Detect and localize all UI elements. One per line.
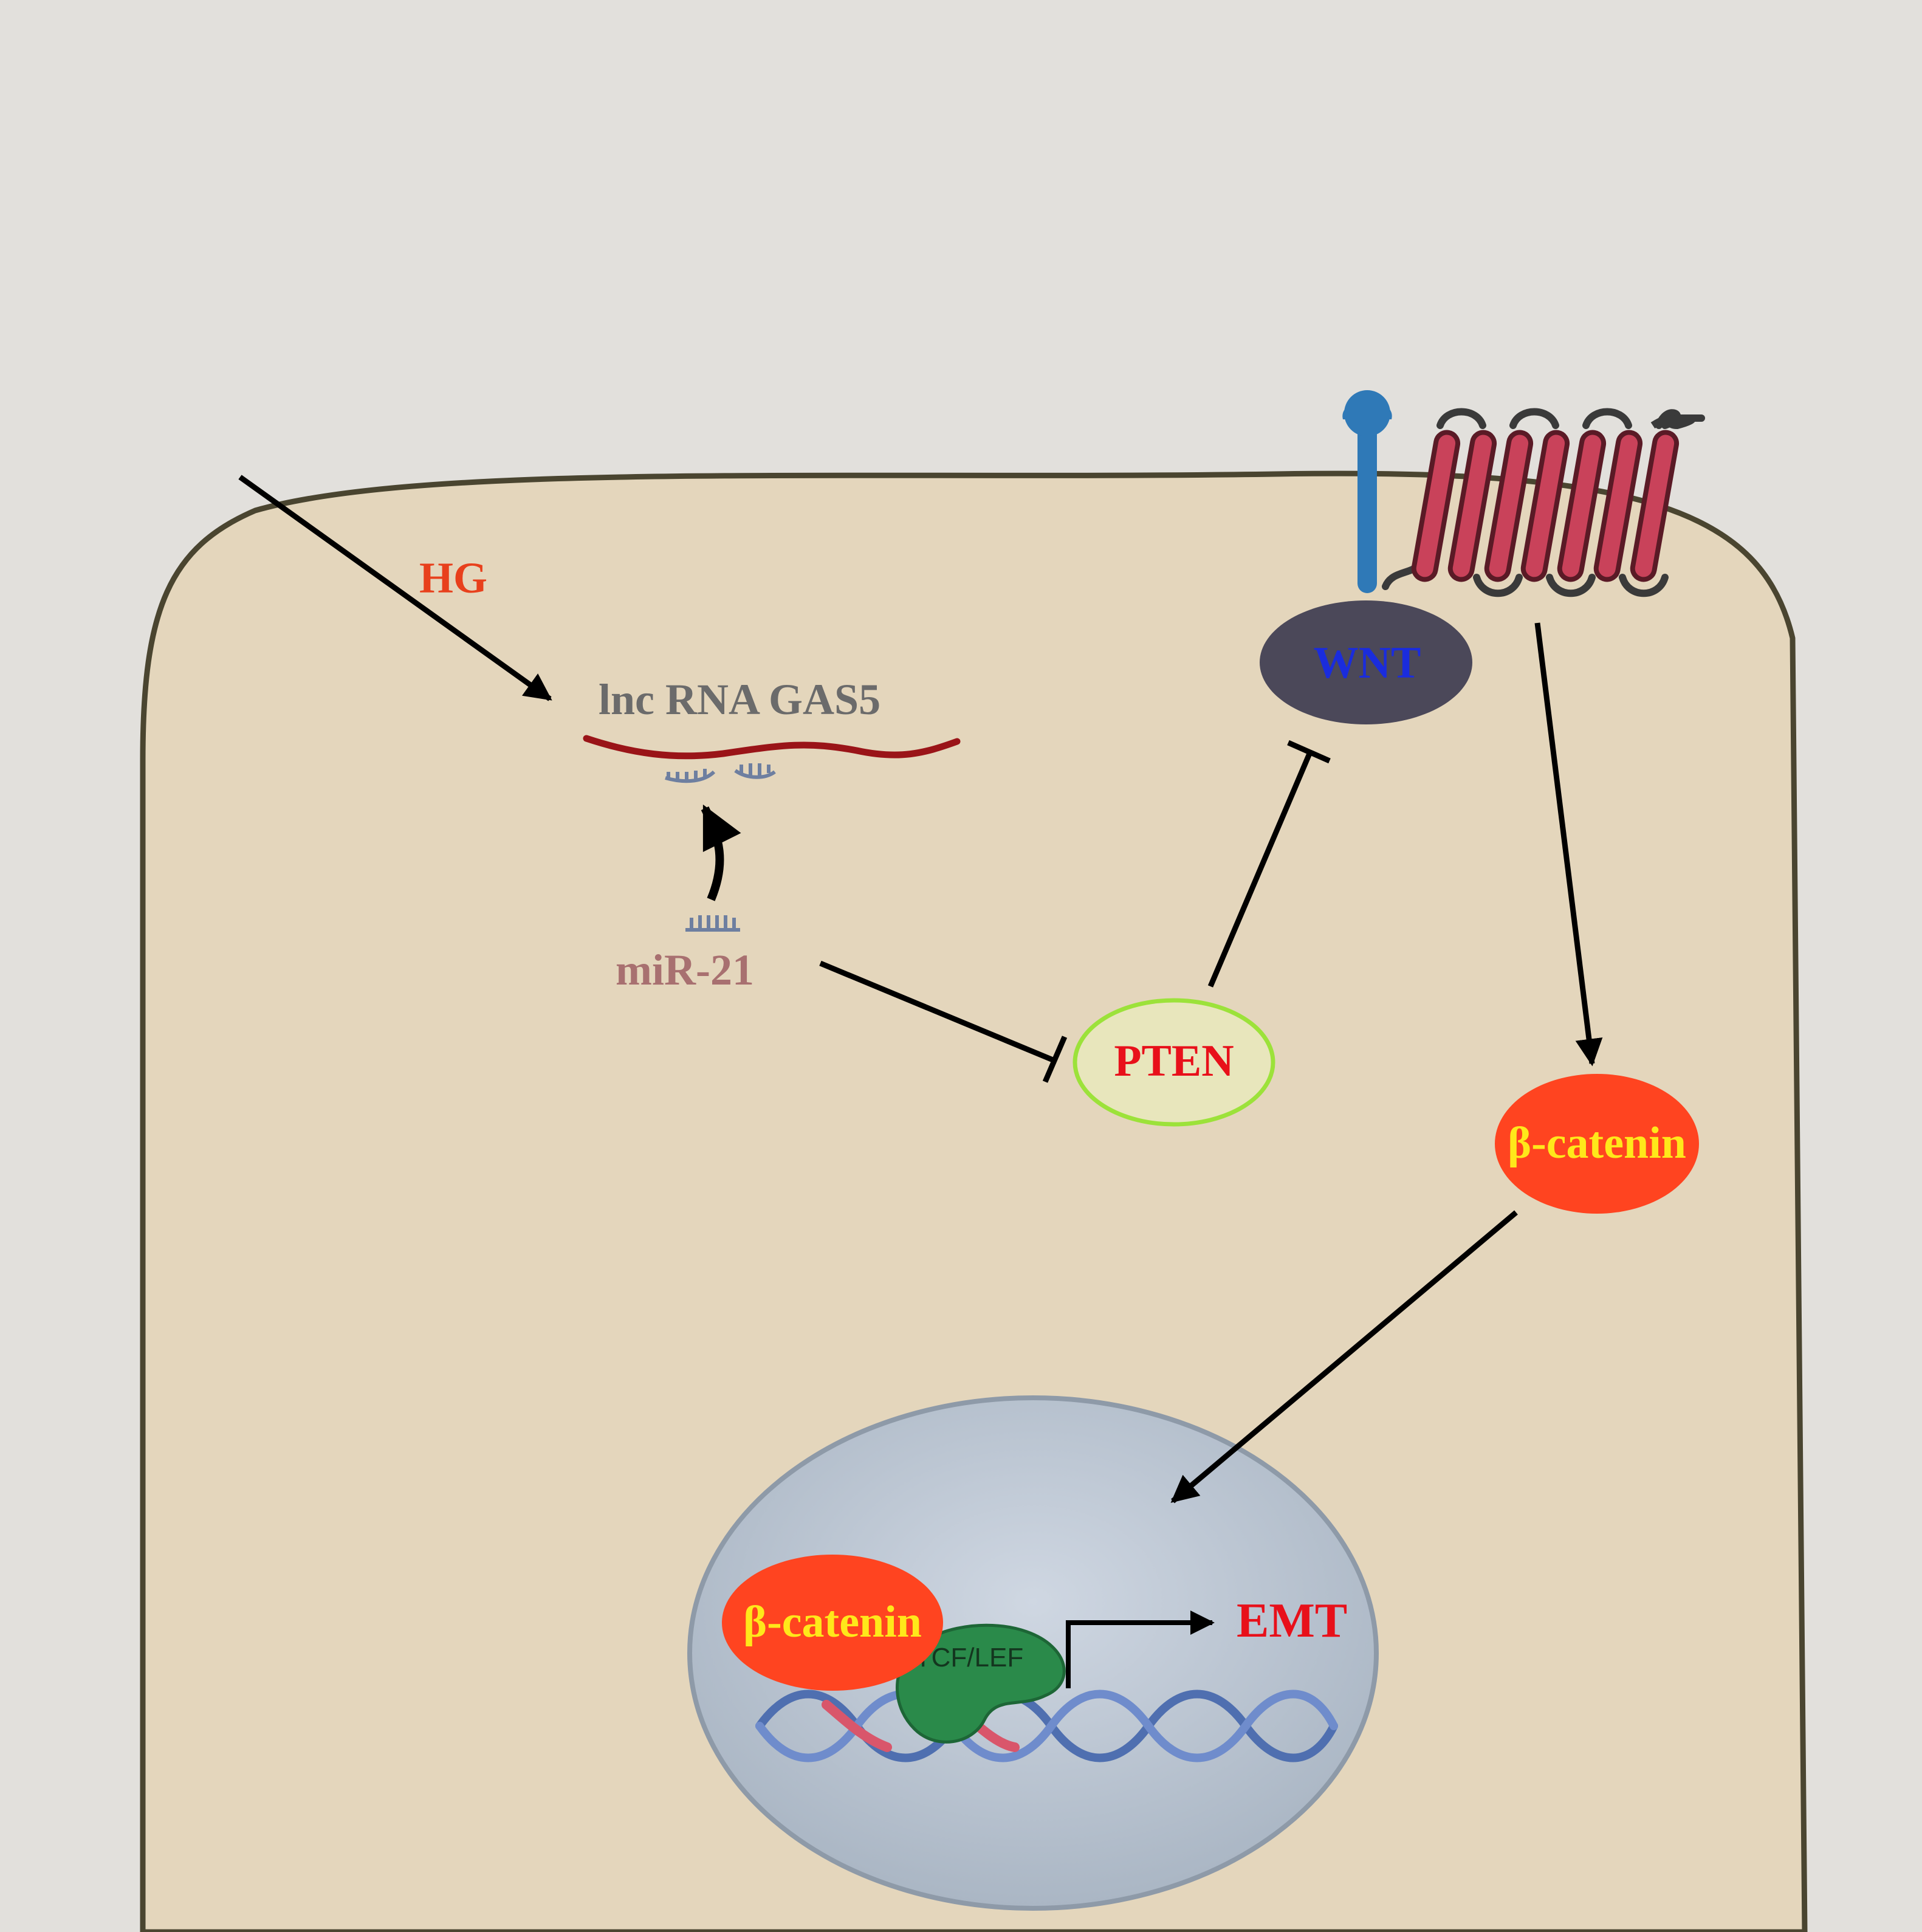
receptor-to-bcatenin-arrow: [1534, 622, 1603, 1067]
mir21-label: miR-21: [616, 946, 754, 994]
wnt-label: WNT: [1314, 638, 1421, 688]
pten-inhibits-wnt: [1207, 752, 1313, 988]
tcf-lef-node: [896, 1623, 1066, 1744]
bcatenin-nucleus-label: β-catenin: [743, 1597, 922, 1647]
lrp-coreceptor-icon: [1342, 390, 1392, 593]
cell-membrane: [140, 470, 1808, 1932]
emt-label: EMT: [1237, 1594, 1347, 1648]
hg-arrow: [238, 475, 552, 701]
bcatenin-nucleus-node: [722, 1555, 943, 1691]
transcription-arrow: [1066, 1611, 1215, 1688]
bcatenin-cytoplasm-label: β-catenin: [1508, 1118, 1686, 1168]
mir21-inhibits-pten: [819, 960, 1055, 1064]
frizzled-receptor-icon: [1382, 408, 1705, 597]
dna-helix-icon: [755, 1690, 1338, 1762]
lncrna-gas5-strand: [583, 735, 961, 760]
pten-inhibition-bar: [1287, 740, 1331, 764]
hg-label: HG: [419, 554, 487, 602]
mirna-icon: [685, 915, 740, 932]
mirna-to-lncrna-arrow: [701, 804, 741, 901]
bcatenin-to-nucleus-arrow: [1170, 1210, 1518, 1504]
mir21-inhibition-bar: [1042, 1036, 1068, 1083]
lncrna-gas5-label: lnc RNA GAS5: [599, 675, 880, 724]
bcatenin-cytoplasm-node: [1495, 1074, 1699, 1214]
pten-node: [1073, 998, 1275, 1127]
mirna-binding-icon: [665, 763, 776, 783]
wnt-node: [1260, 600, 1472, 724]
pten-label: PTEN: [1114, 1036, 1234, 1086]
